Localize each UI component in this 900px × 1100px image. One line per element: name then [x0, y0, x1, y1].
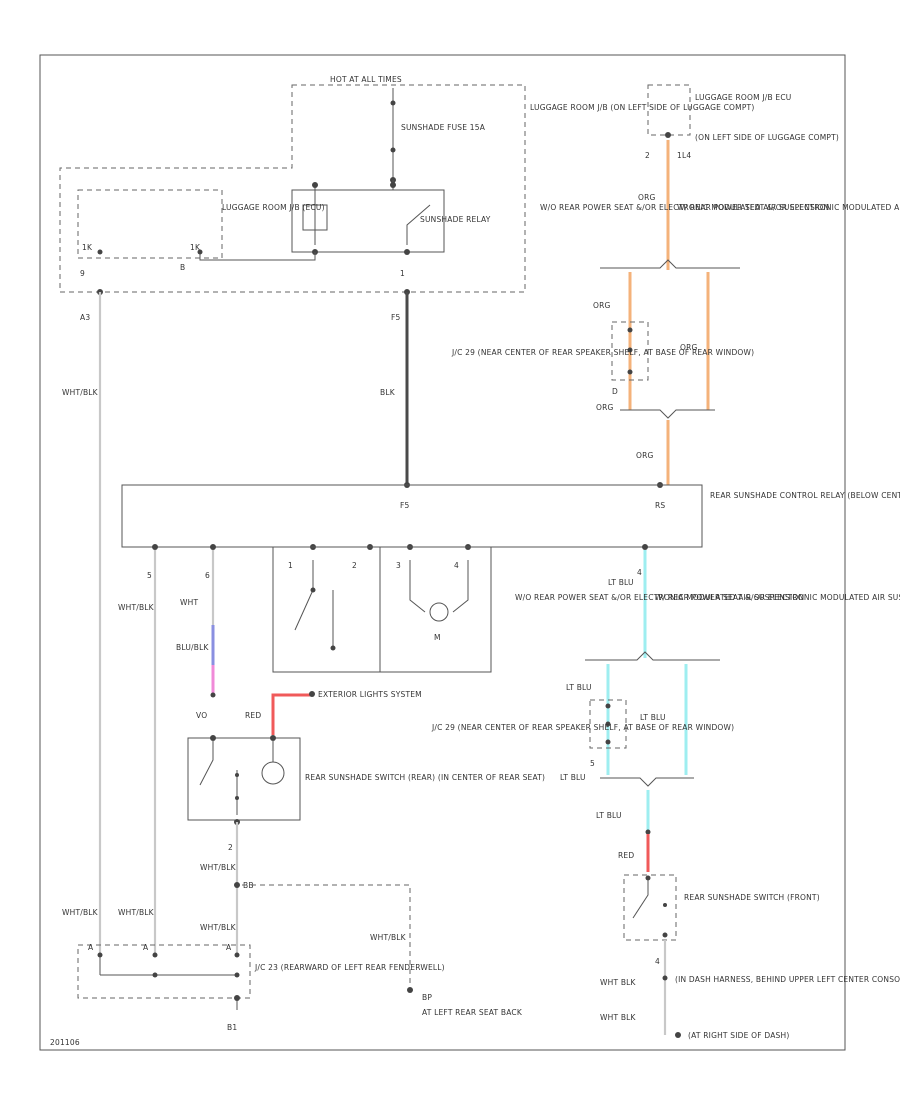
footer-code: 201106 [50, 1038, 80, 1047]
rear-switch-front-dashed-box [623, 874, 677, 941]
wire-label-wht: WHT [180, 598, 198, 607]
rear-switch-rear-label: REAR SUNSHADE SWITCH (REAR) (IN CENTER O… [305, 773, 545, 782]
pin-a2: A [143, 943, 149, 952]
sunshade-relay-label: SUNSHADE RELAY [420, 215, 491, 224]
wire-label-lt-blu-a: LT BLU [608, 578, 634, 587]
rear-switch-rear-box [187, 737, 301, 821]
diagram-frame [39, 54, 846, 1051]
luggage-ecu-right-dashed-box [647, 84, 691, 136]
wire-label-wht-blk-d: WHT/BLK [200, 923, 237, 932]
motor-label: M [434, 633, 441, 642]
pin-b1: B1 [227, 1023, 237, 1032]
jc-mid-dashed-box [589, 699, 627, 749]
wire-label-org-b: ORG [593, 301, 611, 310]
luggage-room-ecu-label: LUGGAGE ROOM J/B ECU [695, 93, 791, 102]
ground-seat-dashed [242, 884, 411, 985]
exterior-lights-label: EXTERIOR LIGHTS SYSTEM [318, 690, 422, 699]
wire-label-wht-blk-f: WHT/BLK [118, 908, 155, 917]
pin-9: 9 [80, 269, 85, 278]
wire-label-org-d: ORG [596, 403, 614, 412]
pin-6: 6 [205, 571, 210, 580]
wire-label-blk: BLK [380, 388, 396, 397]
pin-2b: 2 [228, 843, 233, 852]
wire-label-wht-blk-e: WHT/BLK [62, 908, 99, 917]
control-relay-inner-box [272, 546, 492, 673]
control-relay-label: REAR SUNSHADE CONTROL RELAY (BELOW CENTE… [710, 491, 900, 500]
sunshade-relay-box [291, 189, 445, 253]
wire-label-wht-blk-j: WHT BLK [600, 1013, 637, 1022]
pin-1l4: 1L4 [677, 151, 691, 160]
pin-rs: RS [655, 501, 665, 510]
ground-left-rear-label: AT LEFT REAR SEAT BACK [422, 1008, 523, 1017]
dash-harness-label: (IN DASH HARNESS, BEHIND UPPER LEFT CENT… [675, 975, 900, 984]
pin-f5: F5 [391, 313, 401, 322]
pin-f5b: F5 [400, 501, 410, 510]
wo-rear-power-mid-label: W/O REAR POWER SEAT &/OR ELECTRONIC MODU… [515, 593, 804, 602]
pin-5: 5 [147, 571, 152, 580]
wire-label-red-a: RED [245, 711, 261, 720]
pin-4: 4 [637, 568, 642, 577]
wire-label-blu-blk: BLU/BLK [176, 643, 209, 652]
pin-2-inner: 2 [352, 561, 357, 570]
pin-a3: A3 [80, 313, 90, 322]
wire-label-org-c: ORG [680, 343, 698, 352]
sunshade-fuse-label: SUNSHADE FUSE 15A [401, 123, 486, 132]
pin-a: A [88, 943, 94, 952]
pin-a3b: A [226, 943, 232, 952]
jc-top-label: J/C 29 (NEAR CENTER OF REAR SPEAKER SHEL… [451, 348, 754, 357]
pin-1-inner: 1 [288, 561, 293, 570]
wire-label-wht-blk-c: WHT/BLK [200, 863, 237, 872]
luggage-jb-dashed-box [59, 84, 526, 293]
wire-label-lt-blu-b: LT BLU [566, 683, 592, 692]
wire-label-lt-blu-e: LT BLU [596, 811, 622, 820]
wire-label-lt-blu-c: LT BLU [640, 713, 666, 722]
pin-3-inner: 3 [396, 561, 401, 570]
pin-1k: 1K [190, 243, 201, 252]
rear-switch-front-label: REAR SUNSHADE SWITCH (FRONT) [684, 893, 820, 902]
pin-4-inner: 4 [454, 561, 459, 570]
pin-bb: BB [243, 881, 254, 890]
pin-1: 1 [400, 269, 405, 278]
wo-rear-power-top-label: W/O REAR POWER SEAT &/OR ELECTRONIC MODU… [540, 203, 829, 212]
pin-vo: VO [196, 711, 207, 720]
wire-label-wht-blk-g: WHT/BLK [370, 933, 407, 942]
luggage-room-jb-label: LUGGAGE ROOM J/B (ECU) [222, 203, 325, 212]
w-rear-power-top-label: W/ REAR POWER SEAT &/OR ELECTRONIC MODUL… [677, 203, 900, 212]
wire-label-wht-blk-i: WHT BLK [600, 978, 637, 987]
wire-label-org-e: ORG [636, 451, 654, 460]
control-relay-box [121, 484, 703, 548]
pin-s: 5 [590, 759, 595, 768]
pin-s4: 4 [655, 957, 660, 966]
luggage-ecu-dashed-box [77, 189, 223, 259]
jc-top-dashed-box [611, 321, 649, 381]
hot-at-all-times-label: HOT AT ALL TIMES [330, 75, 402, 84]
wire-label-red-b: RED [618, 851, 634, 860]
pin-bp: BP [422, 993, 432, 1002]
right-side-dash-label: (AT RIGHT SIDE OF DASH) [688, 1031, 789, 1040]
pin-d: D [612, 387, 618, 396]
pin-2l: 2 [645, 151, 650, 160]
pin-b: B [180, 263, 185, 272]
w-rear-power-mid-label: W/ REAR POWER SEAT &/OR ELECTRONIC MODUL… [655, 593, 900, 602]
wire-label-wht-blk-b: WHT/BLK [118, 603, 155, 612]
wire-red-exterior [271, 693, 310, 735]
wire-label-org-a: ORG [638, 193, 656, 202]
luggage-room-ecu-location: (ON LEFT SIDE OF LUGGAGE COMPT) [695, 133, 839, 142]
jc-mid-label: J/C 29 (NEAR CENTER OF REAR SPEAKER SHEL… [431, 723, 734, 732]
luggage-room-jb-location: LUGGAGE ROOM J/B (ON LEFT SIDE OF LUGGAG… [530, 103, 754, 112]
wire-label-lt-blu-d: LT BLU [560, 773, 586, 782]
pin-1k2: 1K [82, 243, 93, 252]
jc-bottom-dashed-box [77, 944, 251, 999]
jc-bottom-label: J/C 23 (REARWARD OF LEFT REAR FENDERWELL… [254, 963, 445, 972]
wire-label-wht-blk-a: WHT/BLK [62, 388, 99, 397]
